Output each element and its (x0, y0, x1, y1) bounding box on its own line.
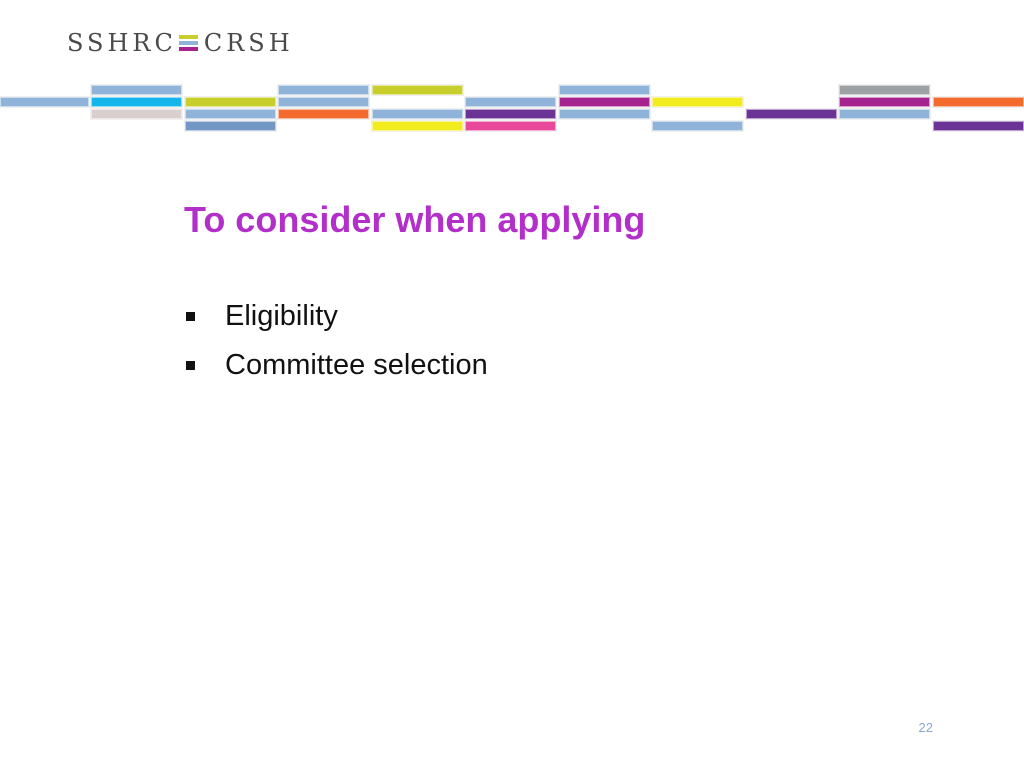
band-bar (371, 108, 464, 120)
band-bar (558, 96, 651, 108)
slide-title: To consider when applying (184, 199, 646, 240)
band-bar (184, 96, 277, 108)
band-bar (277, 96, 370, 108)
bullet-item-committee-selection: Committee selection (184, 341, 488, 390)
bullet-text: Eligibility (225, 300, 338, 332)
band-bar (932, 96, 1024, 108)
band-bar (838, 108, 931, 120)
band-bar (184, 108, 277, 120)
band-bar (277, 108, 370, 120)
bullet-item-eligibility: Eligibility (184, 292, 488, 341)
band-bar (371, 84, 464, 96)
band-bar (0, 96, 90, 108)
band-bar (838, 96, 931, 108)
band-bar (90, 84, 183, 96)
square-bullet-icon (186, 312, 195, 321)
band-bar (184, 120, 277, 132)
band-bar (90, 96, 183, 108)
logo-text-crsh: CRSH (203, 29, 294, 57)
logo-mark-icon (178, 35, 198, 51)
square-bullet-icon (186, 361, 195, 370)
logo-text-sshrc: SSHRC (67, 29, 177, 57)
bullet-list: Eligibility Committee selection (184, 292, 488, 390)
decorative-color-band (0, 0, 1024, 140)
bullet-text: Committee selection (225, 349, 488, 381)
band-bar (558, 84, 651, 96)
band-bar (464, 96, 557, 108)
sshrc-crsh-logo: SSHRC CRSH (67, 28, 294, 58)
band-bar (932, 120, 1024, 132)
band-bar (651, 96, 744, 108)
band-bar (90, 108, 183, 120)
band-bar (464, 120, 557, 132)
band-bar (464, 108, 557, 120)
band-bar (838, 84, 931, 96)
page-number: 22 (918, 720, 933, 735)
band-bar (277, 84, 370, 96)
band-bar (558, 108, 651, 120)
band-bar (371, 120, 464, 132)
band-bar (651, 120, 744, 132)
band-bar (745, 108, 838, 120)
